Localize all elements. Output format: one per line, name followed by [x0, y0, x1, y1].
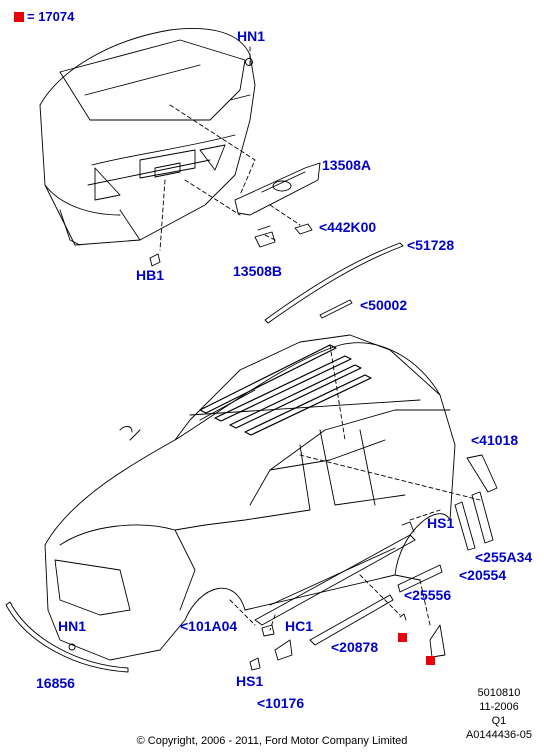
drawing-date: 11-2006: [479, 701, 519, 713]
liftgate-applique: [234, 162, 321, 216]
rocker-moulding: [254, 534, 416, 626]
red-square-marker-icon: [398, 633, 407, 642]
callout-10176[interactable]: <10176: [257, 695, 305, 711]
callout-25556[interactable]: <25556: [404, 587, 452, 603]
drawing-info: 5010810 11-2006 Q1 A0144436-05: [466, 686, 532, 742]
callout-255a34[interactable]: <255A34: [475, 549, 533, 565]
drawing-number: 5010810: [477, 687, 521, 699]
legend: = 17074: [14, 9, 74, 24]
red-square-marker-icon: [426, 656, 435, 665]
callout-101a04[interactable]: <101A04: [180, 618, 238, 634]
callout-13508a[interactable]: 13508A: [322, 157, 372, 173]
rear-vehicle-outline: [39, 28, 256, 246]
callout-13508b[interactable]: 13508B: [233, 263, 283, 279]
callout-hn1-top[interactable]: HN1: [237, 28, 266, 44]
legend-text: = 17074: [27, 9, 75, 24]
callout-hc1[interactable]: HC1: [285, 618, 314, 634]
front-vehicle-outline: [44, 334, 456, 661]
callout-41018[interactable]: <41018: [471, 432, 519, 448]
callout-16856[interactable]: 16856: [36, 675, 75, 691]
callout-20878[interactable]: <20878: [331, 639, 379, 655]
callout-442k00[interactable]: <442K00: [319, 219, 377, 235]
callout-50002[interactable]: <50002: [360, 297, 408, 313]
callout-hn1-bottom[interactable]: HN1: [58, 618, 87, 634]
callout-hs1-right[interactable]: HS1: [427, 515, 455, 531]
callout-20554[interactable]: <20554: [459, 567, 507, 583]
callout-hb1[interactable]: HB1: [136, 267, 165, 283]
copyright-text: © Copyright, 2006 - 2011, Ford Motor Com…: [136, 735, 408, 747]
drawing-id: A0144436-05: [465, 729, 532, 741]
drawing-revision: Q1: [491, 715, 507, 727]
red-square-marker-icon: [14, 12, 24, 22]
callout-51728[interactable]: <51728: [407, 237, 455, 253]
callout-hs1-bottom[interactable]: HS1: [236, 673, 264, 689]
